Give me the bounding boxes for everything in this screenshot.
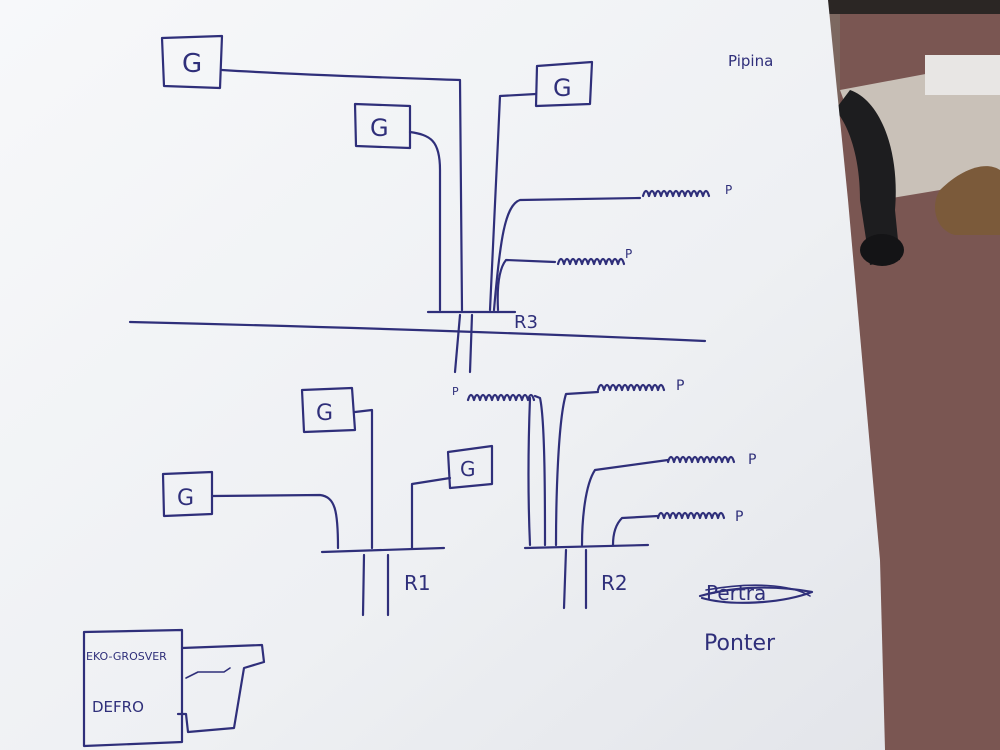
bottom-right-word: Ponter [704,631,776,656]
paper-sheet [0,0,885,750]
node-label-r1: R1 [404,571,431,595]
generator-label: G [460,457,476,481]
crossed-out-word: Pertra [698,581,814,605]
pipe-r2-far-left [527,396,532,547]
generator-box-r1-right: G [446,444,494,490]
r2-stem-1 [562,548,568,610]
radiator-label: P [725,183,732,197]
radiator-label: P [748,452,756,468]
boiler-top-label: EKO-GROSVER [86,650,167,663]
generator-box-top-middle: G [353,102,412,150]
radiator-label: P [625,247,632,261]
pipe-g-left-to-r1 [210,493,340,550]
pipe-radiator-r2-left [533,394,547,547]
node-label-r2: R2 [601,571,628,595]
r3-stem-1 [453,313,462,374]
pipe-g-r1-right-to-r1 [410,476,452,550]
chair-base [835,90,900,265]
node-label-r3: R3 [514,312,538,333]
main-pipe-line [128,320,707,343]
white-panel [925,55,1000,95]
pipe-g-r1-top-to-r1 [353,408,374,550]
pipe-radiator-r2-middle [580,458,670,547]
generator-label: G [316,401,333,426]
r3-stem-2 [468,313,474,374]
r1-bar [320,546,446,554]
pipe-to-radiator-middle [496,258,557,312]
generator-label: G [553,74,572,102]
boiler-main-label: DEFRO [92,698,144,716]
pipe-radiator-r2-top [554,390,600,547]
radiator-label: P [676,378,684,394]
generator-box-top-left: G [160,34,224,90]
hand-drawn-diagram: G G G P P R3 G G [82,34,814,748]
generator-label: G [177,486,194,511]
top-right-note: Pipina [728,52,773,70]
shoe [935,166,1000,235]
pipe-g2-to-r3 [408,130,442,312]
pipe-to-radiator-upper [492,196,642,312]
boiler-sketch: EKO-GROSVER DEFRO [82,628,266,748]
generator-box-top-right: G [534,60,594,108]
pipe-g1-to-r3 [220,68,464,312]
generator-label: G [182,49,202,79]
radiator-label: P [735,509,743,525]
generator-box-left: G [161,470,214,518]
chair-wheel [860,234,904,266]
radiator-label: P [452,385,459,398]
r2-bar [523,543,650,550]
generator-label: G [370,114,389,142]
pipe-g3-to-r3 [488,92,538,312]
generator-box-r1-top: G [300,386,357,434]
r1-stem-1 [361,553,366,617]
pipe-radiator-r2-bottom [611,514,660,547]
